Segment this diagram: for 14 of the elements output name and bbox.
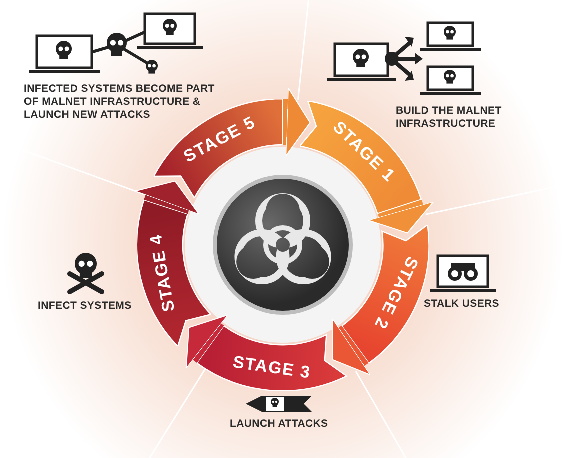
arrow: [332, 318, 372, 376]
stage-label: STAGE 3: [232, 352, 313, 383]
arrow: [186, 314, 229, 370]
arrow: [282, 88, 311, 157]
arrow: [134, 180, 200, 215]
caption-text: INFECT SYSTEMS: [38, 300, 133, 313]
caption-text: BUILD THE MALNET INFRASTRUCTURE: [396, 105, 503, 131]
stage-segment: [197, 326, 347, 391]
stage-label: STAGE 4: [146, 232, 180, 314]
caption-text: LAUNCH ATTACKS: [230, 418, 330, 431]
caption-text: INFECTED SYSTEMS BECOME PART OF MALNET INFRASTRUCTURE & LAUNCH NEW ATTACKS: [24, 83, 216, 122]
stage-segment: [137, 200, 212, 346]
caption-text: STALK USERS: [424, 298, 501, 311]
arrow: [368, 200, 434, 234]
